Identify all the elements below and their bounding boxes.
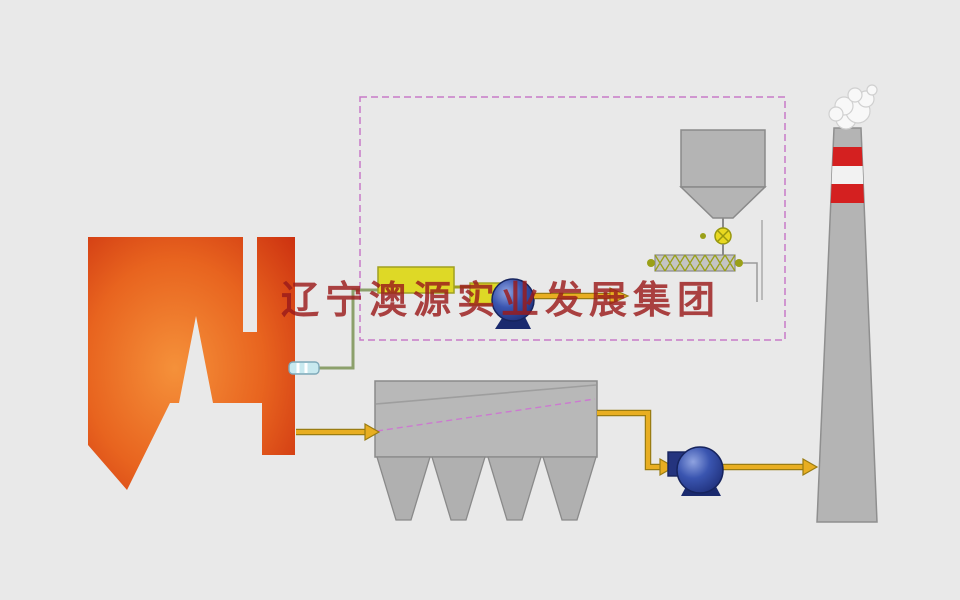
filter-hopper	[431, 456, 486, 521]
silo-cone	[679, 186, 767, 219]
filter-level-dash-line	[376, 398, 596, 432]
gas-analyzer	[377, 266, 455, 294]
chimney-white-band	[817, 166, 877, 184]
filter-hopper	[542, 456, 597, 521]
feeder-shaft-end-icon	[735, 259, 743, 267]
filter-casing	[374, 380, 598, 458]
arrowhead-right-icon	[609, 287, 630, 305]
filter-roof-seam	[375, 384, 597, 405]
chimney	[816, 127, 878, 523]
screw-lattice-icon	[654, 254, 736, 272]
valve-pin-icon	[700, 233, 706, 239]
chimney-body	[816, 127, 878, 523]
arrowhead-right-icon	[659, 457, 676, 477]
blower-impeller	[491, 278, 535, 322]
dosing-system-boundary	[359, 96, 786, 341]
feeder-shaft-end-icon	[647, 259, 655, 267]
arrowhead-right-icon	[802, 457, 819, 477]
smoke-plume-icon	[828, 84, 878, 130]
company-watermark: 辽宁澳源实业发展集团	[281, 278, 721, 322]
induced-draft-fan	[667, 446, 724, 496]
rotary-valve	[700, 227, 732, 255]
flue-probe	[288, 361, 320, 375]
chimney-red-band	[817, 184, 877, 203]
valve-cross-icon	[716, 229, 730, 243]
dosing-blower	[469, 278, 535, 329]
filter-to-fan-duct	[597, 411, 661, 469]
feeder-discharge-line	[743, 262, 758, 302]
screw-feeder	[647, 254, 758, 302]
fan-impeller	[676, 446, 724, 494]
duct-outline	[597, 409, 661, 471]
reagent-silo	[679, 129, 767, 300]
analyzer-train	[288, 266, 630, 375]
boiler	[88, 237, 295, 490]
arrowhead-right-icon	[364, 422, 381, 442]
sampling-pipe	[297, 288, 378, 370]
filter-hopper	[487, 456, 542, 521]
flue-gas-ducts	[296, 409, 819, 477]
silo-body	[680, 129, 766, 188]
chimney-red-band	[817, 147, 877, 166]
filter-hopper	[376, 456, 431, 521]
injection-duct	[534, 287, 630, 305]
bag-filter	[374, 380, 598, 521]
